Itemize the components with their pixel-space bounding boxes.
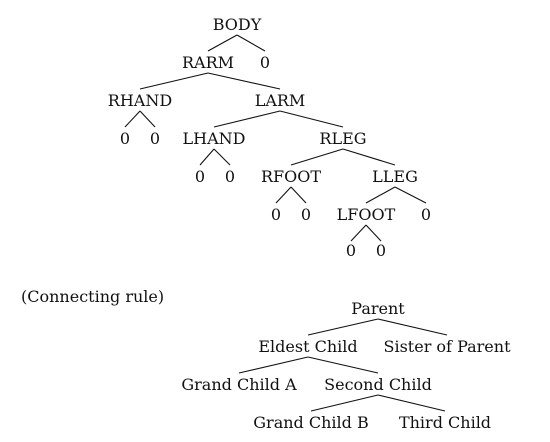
edge-body-rarm xyxy=(207,34,238,52)
edge-larm-rleg xyxy=(279,110,344,128)
edge-second-child-third-child xyxy=(377,394,446,412)
edge-lfoot-zero-left xyxy=(350,224,367,242)
edge-rhand-zero-left xyxy=(124,110,141,128)
node-lhand: LHAND xyxy=(183,129,246,148)
edge-eldest-child-grand-child-a xyxy=(238,356,309,374)
connecting-rule-caption: (Connecting rule) xyxy=(21,287,164,306)
edge-second-child-grand-child-b xyxy=(310,394,379,412)
edge-rarm-larm xyxy=(207,72,281,90)
edge-parent-sister-of-parent xyxy=(377,318,448,336)
connecting-rule-edges xyxy=(238,318,448,412)
edge-lleg-zero xyxy=(394,186,427,204)
node-lfoot: LFOOT xyxy=(337,205,396,224)
node-rfoot-child-zero-right: 0 xyxy=(301,205,311,224)
node-rleg: RLEG xyxy=(319,129,366,148)
node-parent: Parent xyxy=(351,299,405,318)
connecting-rule-labels: Parent Eldest Child Sister of Parent Gra… xyxy=(181,299,511,432)
node-second-child: Second Child xyxy=(324,375,432,394)
edge-rfoot-zero-left xyxy=(275,186,292,204)
body-tree-labels: BODY RARM 0 RHAND LARM 0 0 LHAND RLEG 0 … xyxy=(108,15,431,260)
edge-lhand-zero-right xyxy=(213,148,231,166)
edge-rarm-rhand xyxy=(139,72,209,90)
node-lleg: LLEG xyxy=(372,167,418,186)
edge-lleg-lfoot xyxy=(365,186,396,204)
edge-rleg-lleg xyxy=(342,148,396,166)
node-lfoot-child-zero-left: 0 xyxy=(346,241,356,260)
node-sister-of-parent: Sister of Parent xyxy=(384,337,512,356)
node-lfoot-child-zero-right: 0 xyxy=(376,241,386,260)
edge-body-zero xyxy=(236,34,266,52)
node-rhand: RHAND xyxy=(108,91,172,110)
node-body: BODY xyxy=(213,15,262,34)
node-rhand-child-zero-left: 0 xyxy=(120,129,130,148)
edge-larm-lhand xyxy=(213,110,281,128)
node-lleg-child-zero: 0 xyxy=(421,205,431,224)
node-eldest-child: Eldest Child xyxy=(258,337,357,356)
edge-rleg-rfoot xyxy=(290,148,344,166)
node-rfoot: RFOOT xyxy=(261,167,321,186)
edge-lhand-zero-left xyxy=(199,148,215,166)
node-rarm-sibling-zero: 0 xyxy=(260,53,270,72)
edge-eldest-child-second-child xyxy=(307,356,379,374)
body-tree-edges xyxy=(124,34,427,242)
node-rarm: RARM xyxy=(182,53,234,72)
node-lhand-child-zero-left: 0 xyxy=(195,167,205,186)
node-grand-child-a: Grand Child A xyxy=(181,375,297,394)
edge-parent-eldest-child xyxy=(307,318,379,336)
node-rfoot-child-zero-left: 0 xyxy=(271,205,281,224)
node-third-child: Third Child xyxy=(399,413,491,432)
node-grand-child-b: Grand Child B xyxy=(253,413,368,432)
node-lhand-child-zero-right: 0 xyxy=(225,167,235,186)
node-larm: LARM xyxy=(255,91,306,110)
edge-rhand-zero-right xyxy=(139,110,156,128)
node-rhand-child-zero-right: 0 xyxy=(150,129,160,148)
edge-lfoot-zero-right xyxy=(365,224,382,242)
edge-rfoot-zero-right xyxy=(290,186,307,204)
